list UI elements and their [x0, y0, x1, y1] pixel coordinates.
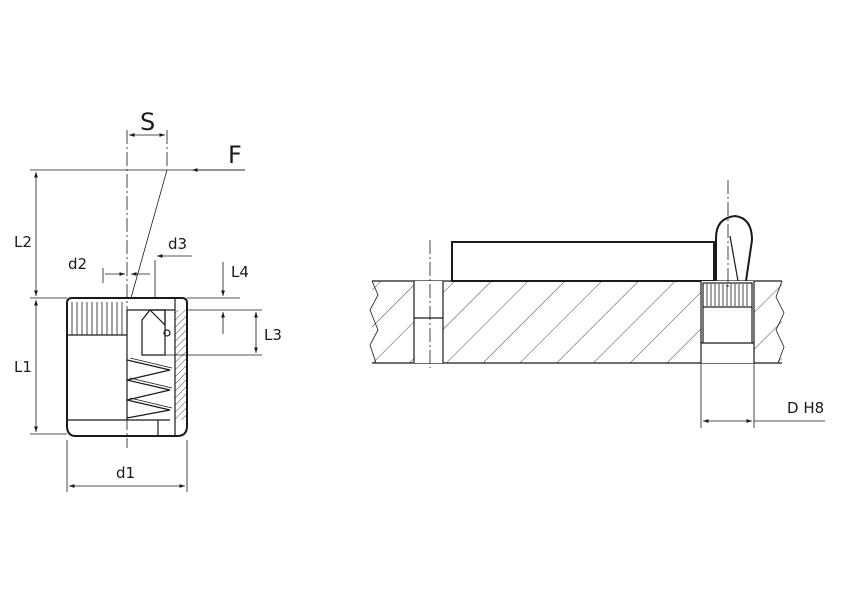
installed-plunger: [702, 282, 753, 343]
plunger-detail-view: L2 L1 F S d2 d3 L4 L3 d1: [14, 108, 282, 492]
f-label: F: [228, 141, 242, 169]
d1-label: d1: [116, 464, 135, 482]
s-label: S: [140, 108, 155, 136]
ball-detent: [163, 329, 171, 337]
mounting-example-view: D H8: [369, 180, 825, 428]
plunger-pin-tip: [715, 214, 754, 282]
d2-label: d2: [68, 255, 87, 273]
break-line-left: [369, 280, 379, 364]
base-plate-section: [443, 281, 701, 363]
housing-body: [66, 297, 188, 437]
plunger-pin-section: [141, 309, 166, 356]
stroke-incline-line: [130, 169, 168, 299]
sliding-plate: [451, 241, 715, 282]
l1-label: L1: [14, 358, 32, 376]
compression-spring: [126, 357, 173, 419]
l3-label: L3: [264, 326, 282, 344]
housing-wall-section: [175, 310, 187, 420]
knurled-band: [67, 302, 127, 336]
dh8-label: D H8: [787, 399, 824, 417]
l2-label: L2: [14, 233, 32, 251]
l4-label: L4: [231, 263, 249, 281]
d3-label: d3: [168, 235, 187, 253]
break-line-right: [775, 280, 785, 364]
